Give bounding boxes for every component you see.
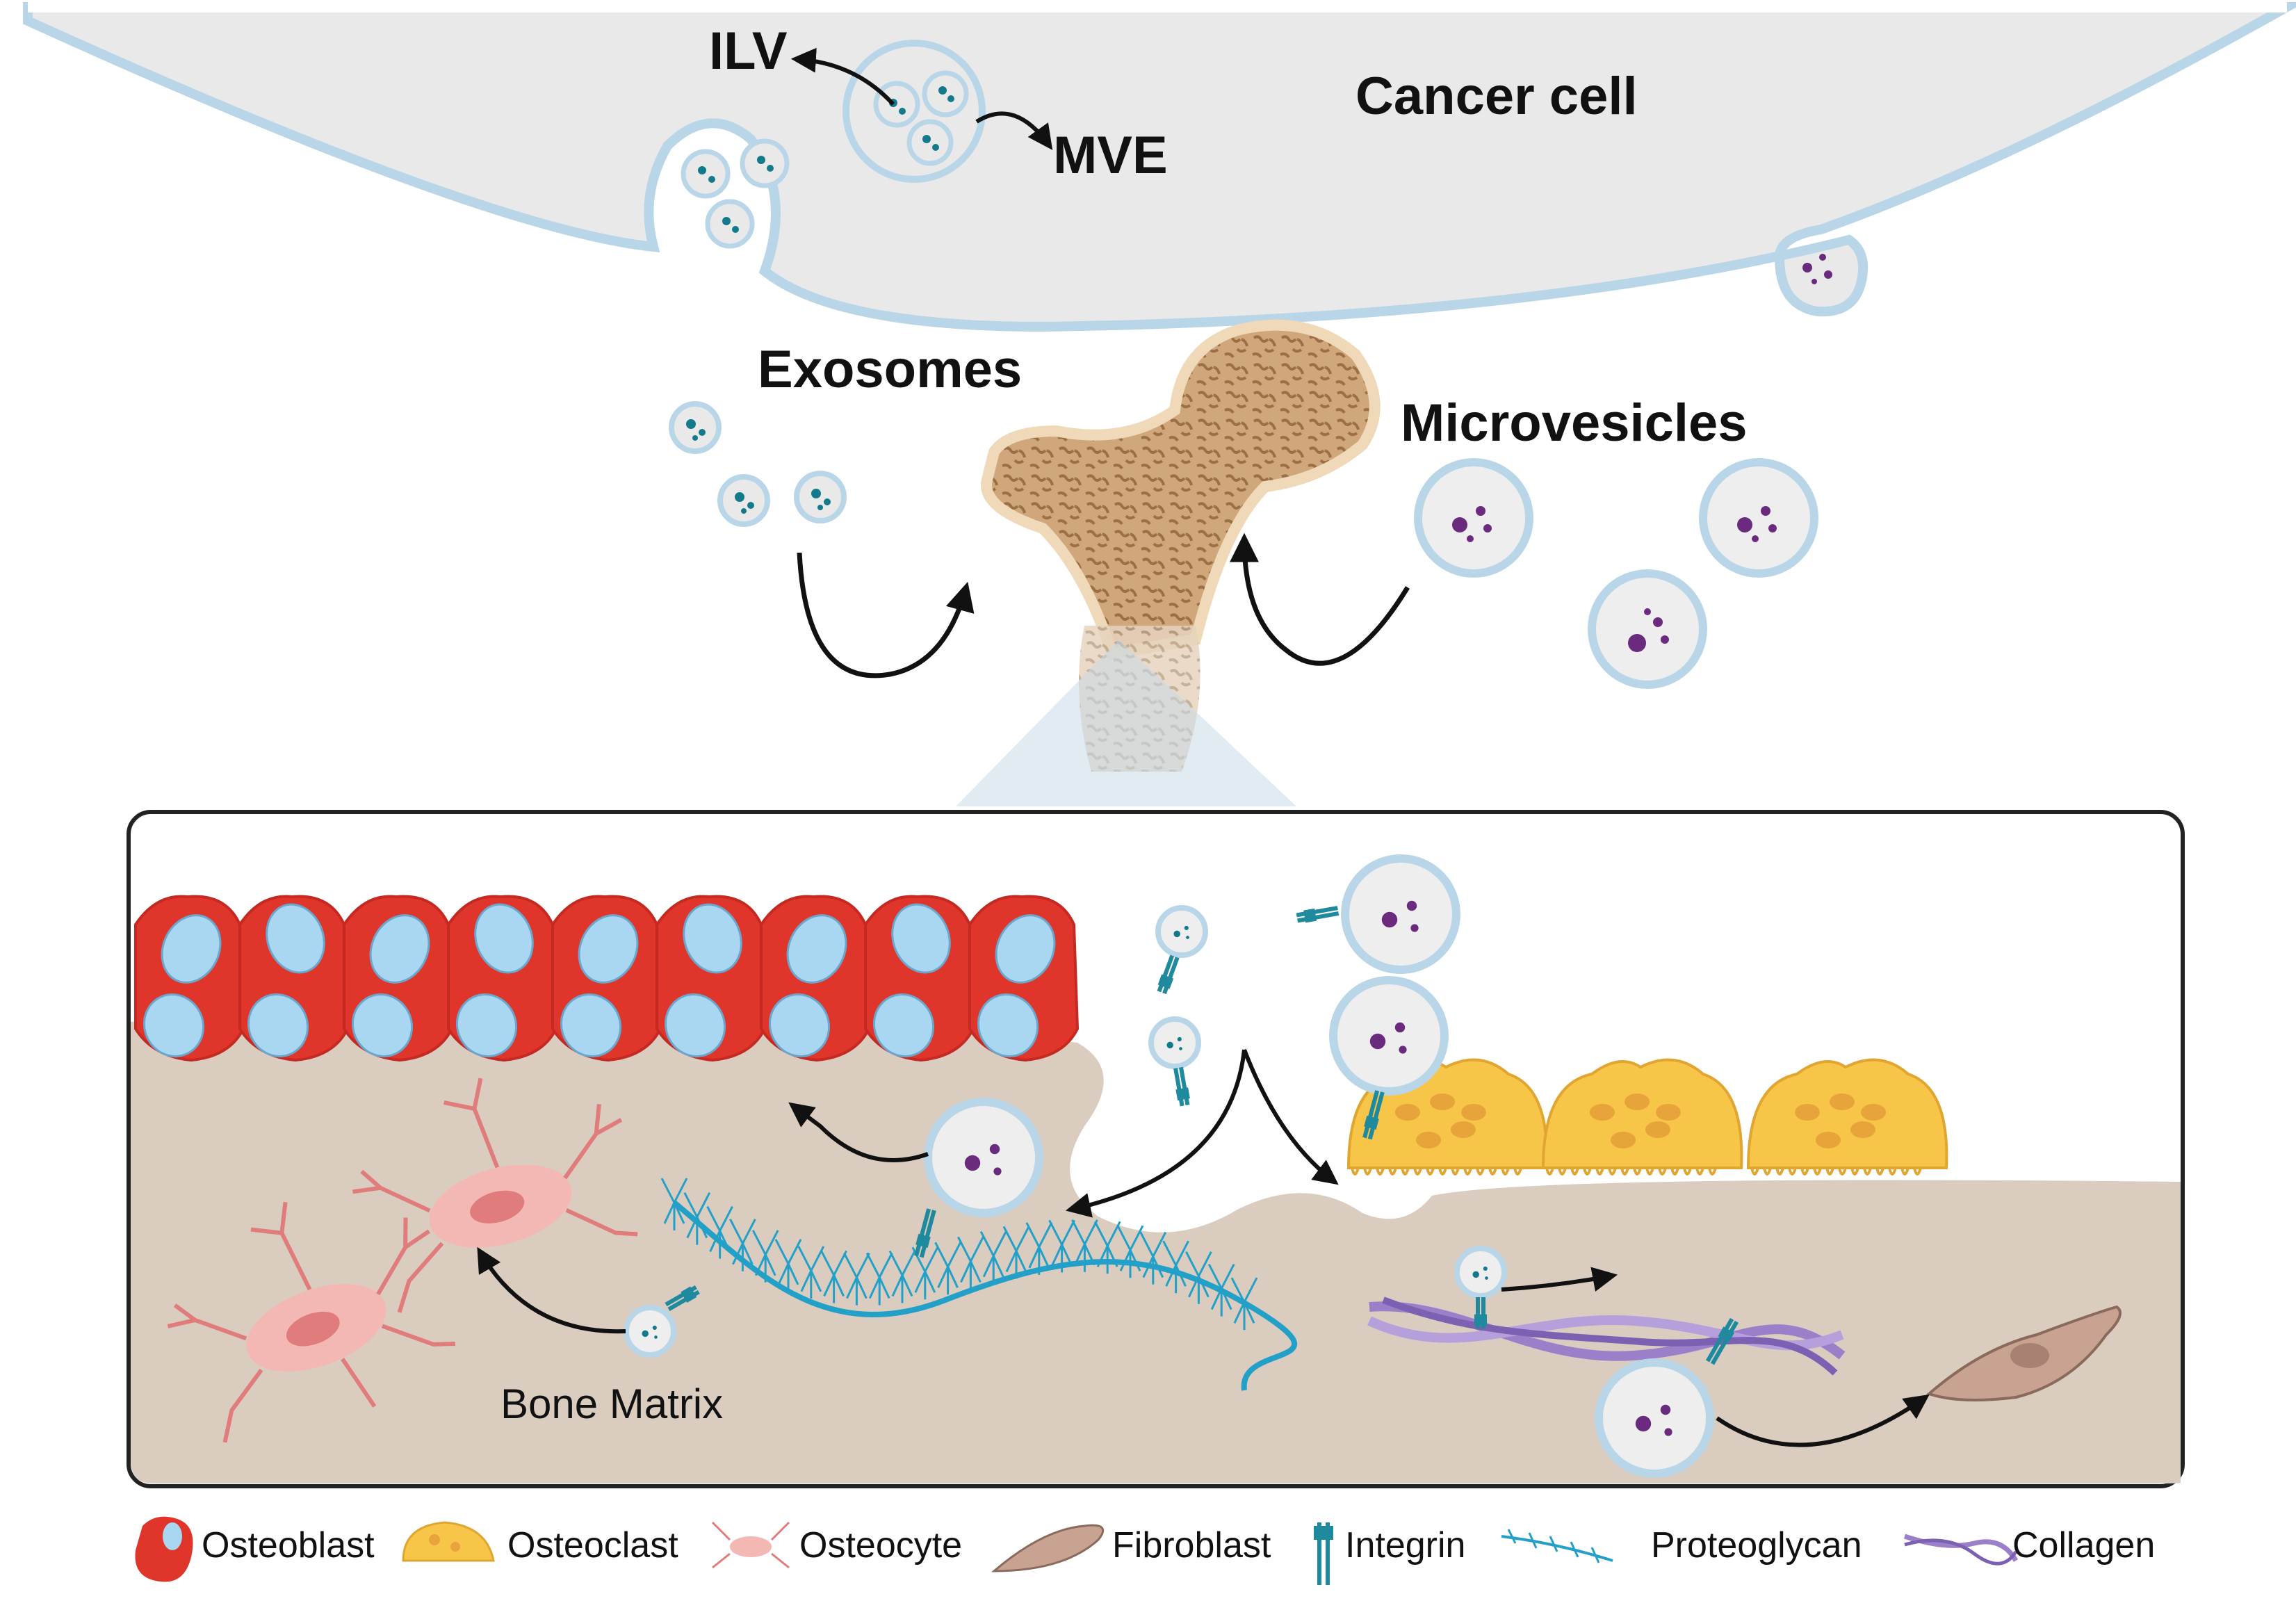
microvesicles-label: Microvesicles xyxy=(1401,393,1748,453)
fibroblast-cell xyxy=(1926,1305,2122,1401)
budding-exosomes xyxy=(681,138,790,249)
mve-arrow xyxy=(975,111,1053,150)
legend-osteocyte-label: Osteocyte xyxy=(799,1525,963,1566)
osteoblast-cell xyxy=(864,895,975,1062)
osteocyte-group xyxy=(167,1078,638,1443)
legend-integrin-icon xyxy=(1314,1522,1333,1585)
legend-proteoglycan-label: Proteoglycan xyxy=(1651,1525,1862,1566)
exosome xyxy=(1148,1016,1201,1069)
mve-label: MVE xyxy=(1053,126,1168,185)
legend-osteoclast-label: Osteoclast xyxy=(507,1525,678,1566)
legend-collagen-label: Collagen xyxy=(2012,1525,2156,1566)
legend-osteoblast-label: Osteoblast xyxy=(202,1525,375,1566)
integrin-receptor xyxy=(1474,1297,1487,1328)
osteoblast-cell xyxy=(447,895,558,1062)
osteoclast-cell xyxy=(1541,1058,1743,1176)
microvesicle xyxy=(1341,854,1460,974)
osteoclast-cell xyxy=(1746,1058,1948,1176)
integrin-receptor xyxy=(665,1285,700,1312)
panel-arrows xyxy=(477,1048,1930,1447)
osteoblast-cell xyxy=(968,895,1080,1062)
ilv-label: ILV xyxy=(709,22,788,81)
exosome-to-bone-arrow xyxy=(797,552,975,678)
integrin-receptor xyxy=(1296,906,1340,923)
integrin-receptor xyxy=(1157,954,1180,995)
microvesicle xyxy=(1329,976,1449,1096)
legend-osteoblast-icon xyxy=(135,1516,193,1582)
cancer-cell-label: Cancer cell xyxy=(1355,67,1638,126)
legend-icons xyxy=(135,1516,2019,1585)
exosomes-label: Exosomes xyxy=(758,340,1023,399)
free-microvesicles xyxy=(1414,458,1818,689)
exosome xyxy=(624,1305,676,1358)
bone-matrix-label: Bone Matrix xyxy=(500,1381,724,1427)
budding-microvesicle xyxy=(1802,254,1832,284)
legend-fibroblast-label: Fibroblast xyxy=(1112,1525,1271,1566)
microvesicle-to-bone-arrow xyxy=(1230,532,1410,666)
osteoblast-cell xyxy=(551,895,662,1062)
free-exosomes xyxy=(669,401,847,527)
integrin-receptor xyxy=(1705,1317,1739,1365)
microvesicle xyxy=(1595,1358,1714,1478)
osteoblast-cell xyxy=(656,895,767,1062)
legend-collagen-icon xyxy=(1903,1534,2019,1566)
bone-femur xyxy=(956,319,1381,806)
exosome xyxy=(1454,1246,1507,1299)
proteoglycan-strand xyxy=(660,1178,1297,1391)
cancer-cell xyxy=(23,1,2296,332)
multivesicular-endosome xyxy=(842,40,986,183)
osteoblast-cell xyxy=(134,895,245,1062)
osteoblast-cell xyxy=(343,895,454,1062)
osteoblast-row xyxy=(134,895,1080,1062)
legend-proteoglycan-icon xyxy=(1501,1529,1613,1563)
legend-osteocyte-icon xyxy=(711,1521,790,1569)
integrin-receptor xyxy=(914,1208,936,1258)
osteoclast-row xyxy=(1346,1058,1948,1176)
legend-integrin-label: Integrin xyxy=(1345,1525,1466,1566)
panel-vesicles xyxy=(624,854,1739,1478)
osteoblast-cell xyxy=(238,895,350,1062)
integrin-receptor xyxy=(1173,1066,1190,1107)
integrin-receptor xyxy=(1362,1090,1385,1140)
legend-osteoclast-icon xyxy=(402,1521,495,1562)
osteoblast-cell xyxy=(760,895,871,1062)
microvesicle xyxy=(924,1098,1043,1217)
legend-fibroblast-icon xyxy=(991,1524,1105,1572)
exosome xyxy=(1155,905,1208,958)
collagen-fiber xyxy=(1367,1296,1846,1376)
ilv-arrow xyxy=(790,47,895,106)
